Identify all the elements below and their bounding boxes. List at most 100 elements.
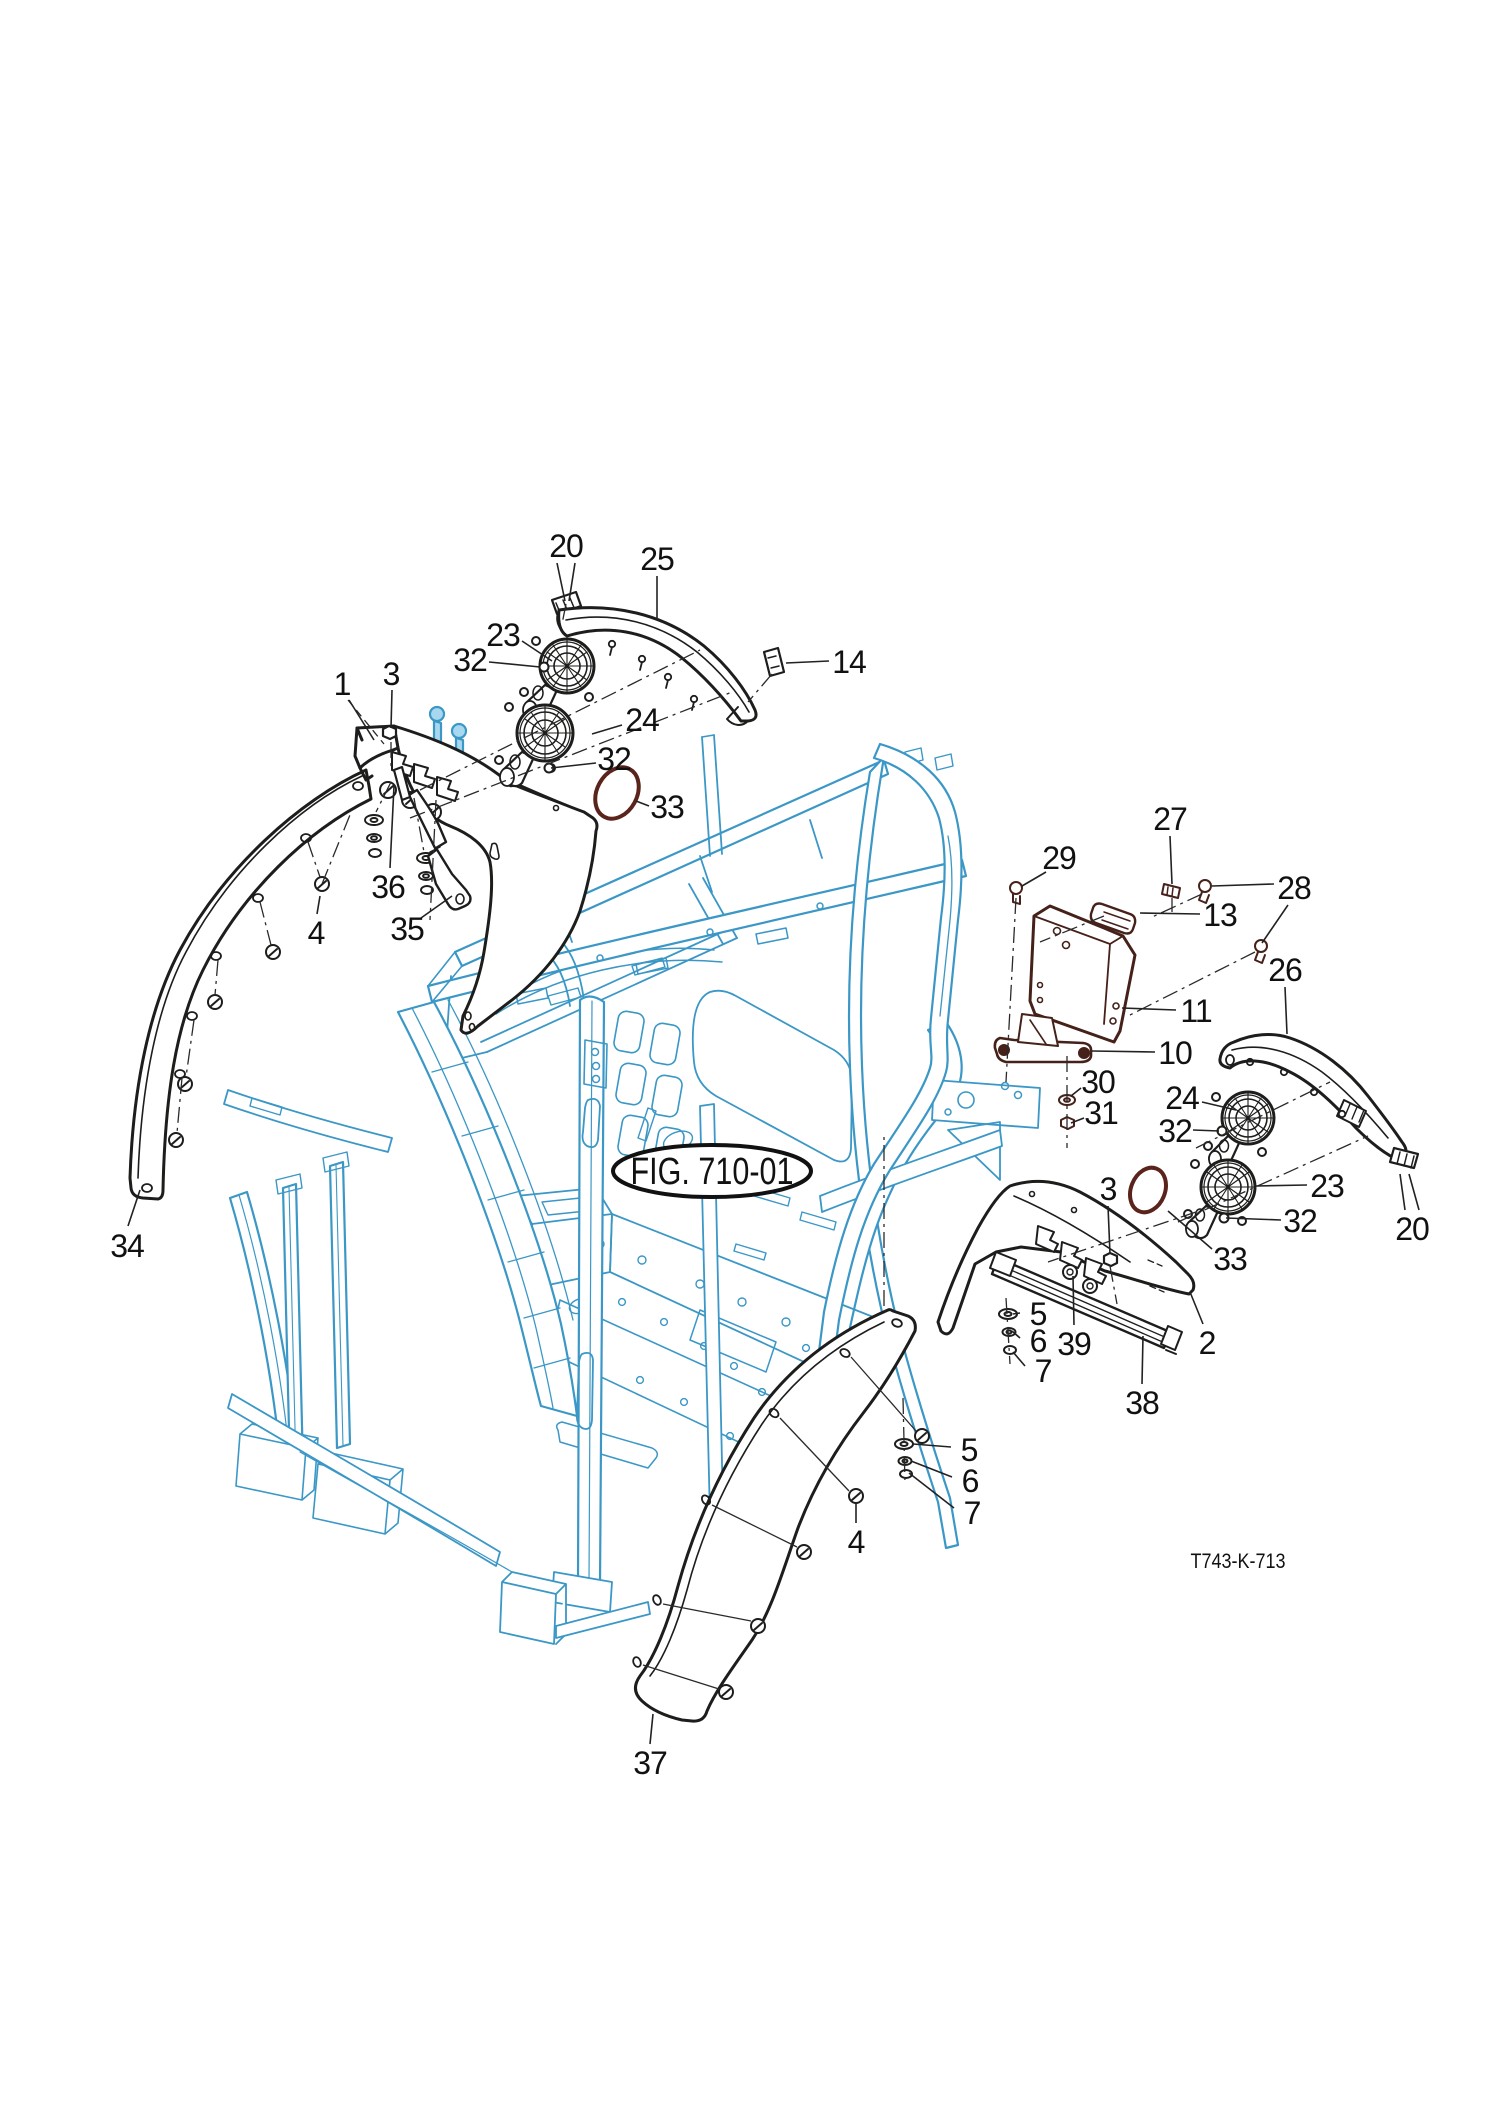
callout-label-36: 36 bbox=[371, 869, 405, 905]
callout-label-23: 23 bbox=[1310, 1168, 1344, 1204]
callout-label-7: 7 bbox=[964, 1495, 981, 1531]
leader-line-2 bbox=[1189, 1291, 1204, 1325]
part-29-bolt bbox=[1009, 881, 1023, 905]
part-32-screws-left bbox=[538, 661, 555, 774]
part-11-mud-guard-panel bbox=[1028, 904, 1137, 1044]
leader-line-20 bbox=[568, 562, 576, 602]
callout-label-20: 20 bbox=[1395, 1211, 1429, 1247]
figure-label: FIG. 710-01 bbox=[631, 1151, 794, 1193]
leader-line-28 bbox=[1211, 883, 1275, 887]
leader-line-26 bbox=[1284, 986, 1288, 1035]
part-25-fender-extension bbox=[556, 606, 758, 726]
callout-label-32: 32 bbox=[597, 741, 631, 777]
leader-line-31 bbox=[1070, 1117, 1085, 1124]
callout-label-5: 5 bbox=[961, 1432, 978, 1468]
callout-label-37: 37 bbox=[633, 1745, 667, 1781]
assembly-axis-lines bbox=[176, 603, 1369, 1690]
callout-label-30: 30 bbox=[1081, 1064, 1115, 1100]
leader-line-32 bbox=[1192, 1129, 1220, 1132]
callout-label-33: 33 bbox=[650, 789, 684, 825]
part-35-support-strut bbox=[407, 788, 472, 911]
leader-line-33 bbox=[1167, 1210, 1213, 1250]
callout-label-3: 3 bbox=[383, 656, 400, 692]
part-14-bracket-plate bbox=[762, 646, 786, 678]
callout-label-6: 6 bbox=[1030, 1323, 1047, 1359]
leader-line-38 bbox=[1141, 1335, 1144, 1385]
leader-line-7 bbox=[908, 1472, 955, 1509]
figure-reference-oval bbox=[611, 1143, 813, 1199]
callout-label-7: 7 bbox=[1035, 1353, 1052, 1389]
leader-line-30 bbox=[1070, 1087, 1082, 1097]
part-13-lamp-housing bbox=[1089, 902, 1137, 935]
callout-label-10: 10 bbox=[1158, 1035, 1192, 1071]
leader-line-35 bbox=[420, 895, 453, 919]
leader-line-14 bbox=[785, 660, 830, 664]
callout-label-14: 14 bbox=[832, 644, 866, 680]
callout-label-32: 32 bbox=[453, 642, 487, 678]
callout-label-32: 32 bbox=[1283, 1203, 1317, 1239]
leader-line-33 bbox=[635, 800, 650, 807]
leader-line-39 bbox=[1072, 1275, 1075, 1326]
part-24-lamp-right bbox=[1203, 1090, 1276, 1170]
part-23-lamp-left bbox=[519, 636, 596, 721]
callout-label-1: 1 bbox=[334, 666, 351, 702]
callout-label-6: 6 bbox=[962, 1463, 979, 1499]
leader-line-24 bbox=[591, 724, 623, 735]
leader-line-34 bbox=[127, 1189, 141, 1227]
part-2-fender bbox=[936, 1180, 1196, 1336]
part-5-6-7-washers-right bbox=[998, 1308, 1018, 1355]
part-23-lamp-right bbox=[1183, 1158, 1257, 1240]
callout-label-38: 38 bbox=[1125, 1385, 1159, 1421]
leader-line-36 bbox=[389, 785, 395, 869]
callout-label-24: 24 bbox=[1165, 1080, 1199, 1116]
leader-line-27 bbox=[1169, 835, 1173, 885]
leader-line-20 bbox=[1408, 1173, 1420, 1211]
leader-line-6 bbox=[910, 1460, 953, 1478]
callout-label-34: 34 bbox=[110, 1228, 144, 1264]
leader-line-23 bbox=[1255, 1184, 1308, 1187]
leader-line-6 bbox=[1011, 1330, 1021, 1339]
callout-label-2: 2 bbox=[1199, 1325, 1216, 1361]
leader-line-3 bbox=[390, 689, 393, 729]
figure-reference: FIG. 710-01 bbox=[611, 1143, 813, 1199]
part-24-lamp-left bbox=[494, 702, 575, 788]
callout-label-3: 3 bbox=[1100, 1171, 1117, 1207]
callout-label-26: 26 bbox=[1268, 952, 1302, 988]
part-38-support-rail bbox=[989, 1251, 1183, 1355]
leader-line-4 bbox=[316, 895, 321, 915]
callout-label-32: 32 bbox=[1158, 1113, 1192, 1149]
leader-line-29 bbox=[1021, 871, 1047, 887]
leader-line-37 bbox=[649, 1713, 654, 1745]
part-28-bolts bbox=[1198, 879, 1268, 964]
callout-label-13: 13 bbox=[1203, 897, 1237, 933]
part-26-fender-extension bbox=[1218, 1033, 1408, 1161]
callout-label-4: 4 bbox=[848, 1524, 865, 1560]
callout-label-29: 29 bbox=[1042, 840, 1076, 876]
callout-label-35: 35 bbox=[390, 911, 424, 947]
callout-label-20: 20 bbox=[549, 528, 583, 564]
leader-line-1 bbox=[348, 699, 375, 741]
leader-line-20 bbox=[1399, 1173, 1406, 1211]
callout-label-24: 24 bbox=[625, 702, 659, 738]
part-33-oring-right bbox=[1128, 1165, 1168, 1215]
callout-label-4: 4 bbox=[308, 915, 325, 951]
part-37-rear-fender-band bbox=[632, 1308, 930, 1723]
leader-line-32 bbox=[550, 762, 597, 769]
leader-line-32 bbox=[488, 661, 541, 668]
callout-label-27: 27 bbox=[1153, 801, 1187, 837]
leader-line-7 bbox=[1012, 1351, 1026, 1367]
leader-line-32 bbox=[1225, 1217, 1282, 1221]
leader-line-5 bbox=[912, 1443, 952, 1448]
black-parts bbox=[128, 590, 1420, 1723]
leader-line-13 bbox=[1139, 912, 1201, 915]
callout-label-23: 23 bbox=[486, 617, 520, 653]
callout-label-39: 39 bbox=[1057, 1326, 1091, 1362]
callout-label-31: 31 bbox=[1084, 1095, 1118, 1131]
leader-line-3 bbox=[1107, 1205, 1111, 1255]
callout-label-33: 33 bbox=[1213, 1241, 1247, 1277]
leader-line-20 bbox=[556, 562, 566, 602]
callout-label-25: 25 bbox=[640, 541, 674, 577]
